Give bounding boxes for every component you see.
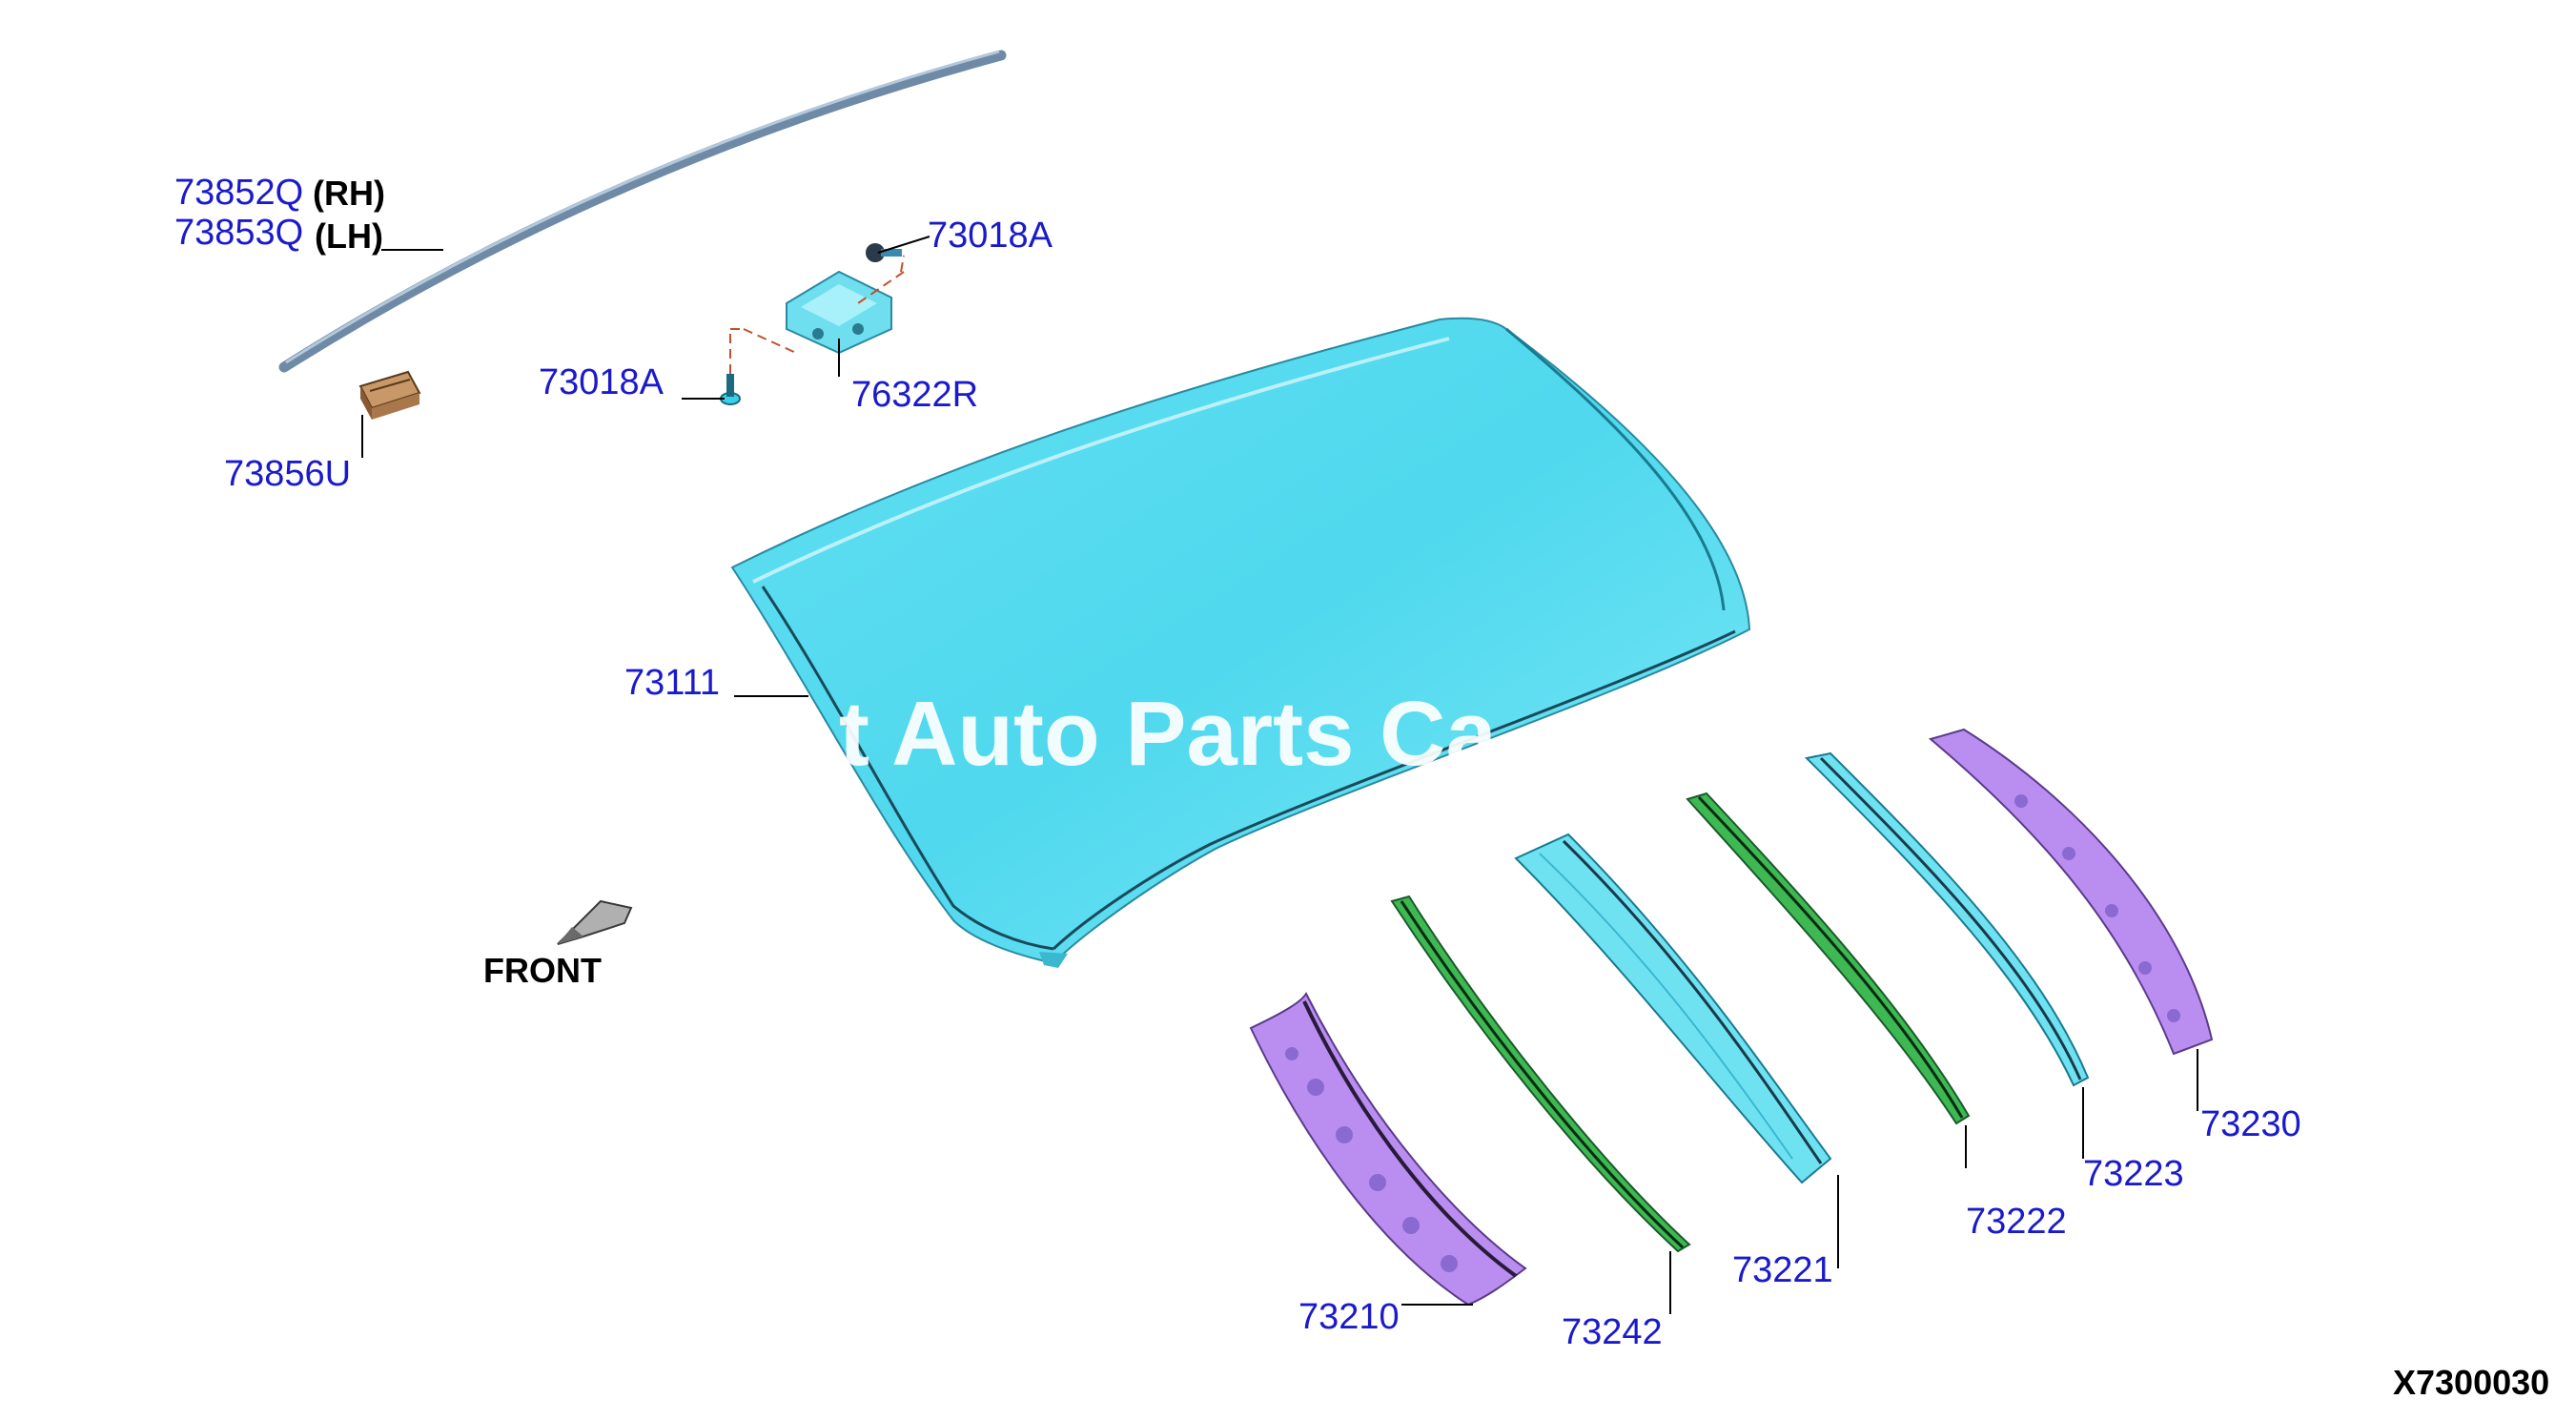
front-arrow-icon xyxy=(557,899,633,945)
label-73223: 73223 xyxy=(2083,1154,2184,1194)
label-73221: 73221 xyxy=(1732,1250,1833,1290)
front-label: FRONT xyxy=(483,951,602,990)
rear-rail-73230 xyxy=(1928,728,2214,1056)
fastener-upper xyxy=(866,243,902,262)
label-73018a-lower: 73018A xyxy=(539,362,664,402)
bracket-76322r xyxy=(786,270,892,355)
fastener-lower xyxy=(720,374,741,405)
watermark: t Auto Parts Ca xyxy=(839,683,1497,785)
label-76322r: 76322R xyxy=(851,375,979,415)
label-73111: 73111 xyxy=(624,663,721,703)
leader-lines xyxy=(361,236,2198,1314)
roof-bow-73223 xyxy=(1804,751,2090,1087)
label-73242: 73242 xyxy=(1562,1312,1663,1352)
clip-73856u xyxy=(358,370,421,420)
roof-molding-highlight xyxy=(285,50,1000,364)
roof-panel-73111 xyxy=(730,317,1751,968)
label-73853q: 73853Q xyxy=(174,213,304,253)
label-73852q: 73852Q xyxy=(174,173,304,213)
label-73856u: 73856U xyxy=(224,454,352,494)
diagram-code: X7300030 xyxy=(2393,1363,2550,1402)
roof-molding xyxy=(278,50,1007,373)
label-73210: 73210 xyxy=(1298,1297,1400,1337)
label-73230: 73230 xyxy=(2200,1104,2301,1144)
roof-bow-73221 xyxy=(1514,833,1832,1184)
assembly-dashes xyxy=(729,255,905,374)
label-rh: (RH) xyxy=(313,174,385,213)
reinforcement-73242 xyxy=(1390,895,1691,1253)
label-lh: (LH) xyxy=(315,216,383,256)
front-rail-73210 xyxy=(1249,991,1527,1307)
label-73222: 73222 xyxy=(1966,1202,2067,1242)
label-73018a-upper: 73018A xyxy=(928,216,1053,256)
roof-bow-73222 xyxy=(1686,792,1971,1125)
